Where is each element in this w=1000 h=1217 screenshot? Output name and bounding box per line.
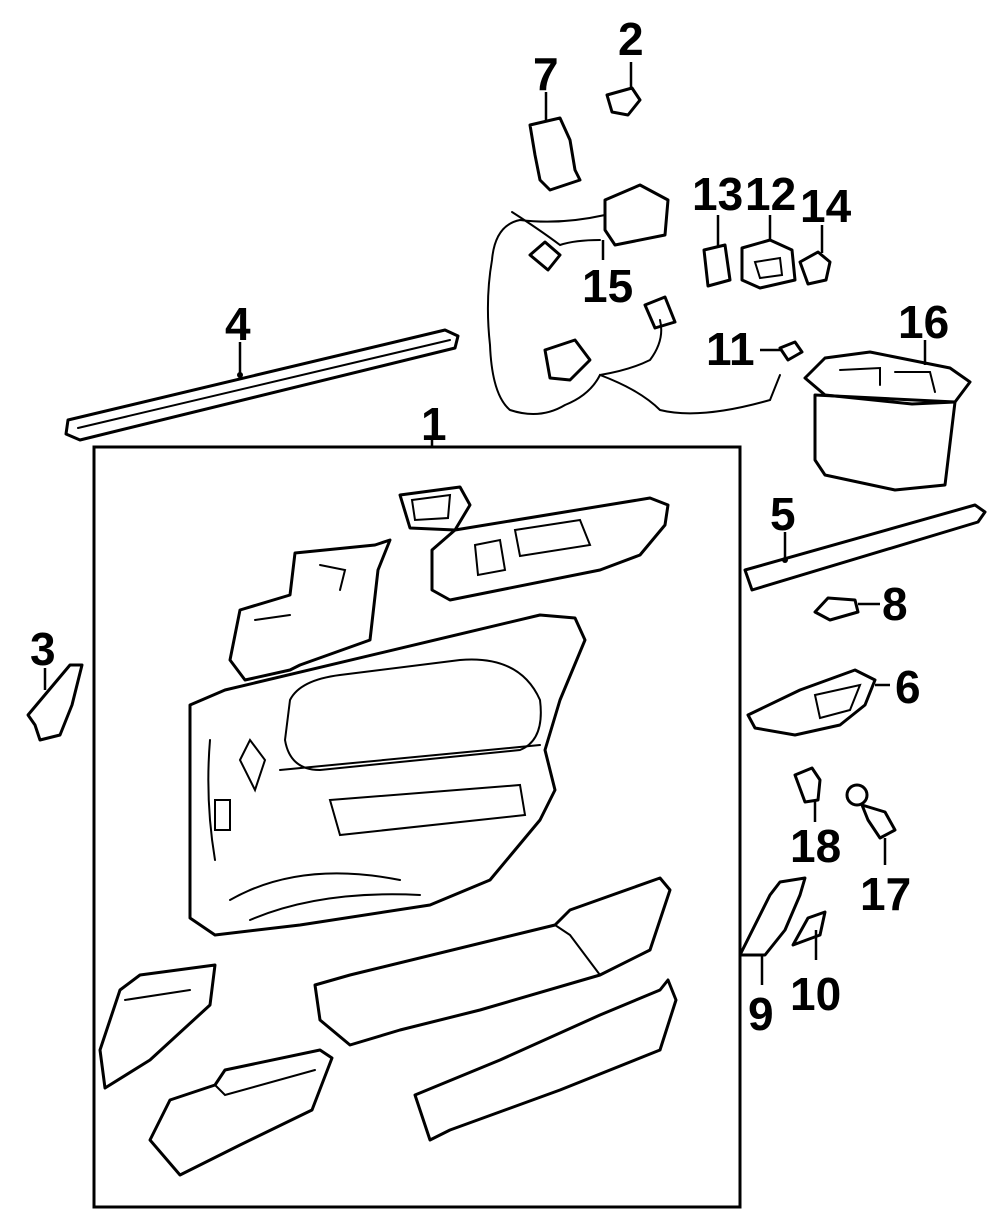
lower-trim-strip	[413, 978, 678, 1142]
escutcheon	[813, 596, 880, 622]
armrest-upper-bezel	[430, 496, 670, 602]
callout-5: 5	[770, 488, 796, 540]
master-window-switch	[803, 340, 972, 492]
callout-9: 9	[748, 988, 774, 1040]
pull-cup	[746, 668, 890, 737]
callout-17: 17	[860, 868, 911, 920]
callout-6: 6	[895, 661, 921, 713]
callout-2: 2	[618, 13, 644, 65]
lock-bezel	[738, 876, 807, 985]
bulb	[793, 766, 822, 822]
clip-bracket	[605, 62, 642, 117]
callout-10: 10	[790, 968, 841, 1020]
callout-3: 3	[30, 623, 56, 675]
bulb-socket	[845, 783, 897, 865]
cover-cap	[791, 910, 827, 960]
callout-11: 11	[706, 323, 755, 375]
handle-bracket	[26, 663, 84, 742]
door-panel	[188, 613, 587, 937]
inner-bracket	[228, 538, 392, 682]
handle-bezel-small	[398, 485, 472, 532]
callout-16: 16	[898, 296, 949, 348]
assembly-frame	[92, 445, 742, 1209]
callout-14: 14	[800, 180, 852, 232]
armrest-pad	[313, 876, 672, 1047]
callout-8: 8	[882, 578, 908, 630]
switch-knob	[798, 225, 832, 286]
callout-1: 1	[421, 398, 447, 450]
callout-7: 7	[533, 48, 559, 100]
callout-15: 15	[582, 260, 633, 312]
mirror-switch	[740, 215, 797, 290]
trim-molding	[743, 503, 987, 592]
callout-4: 4	[225, 298, 251, 350]
callout-18: 18	[790, 820, 841, 872]
wiring-harness	[486, 183, 781, 415]
mirror-cover	[528, 92, 582, 192]
connector	[760, 340, 804, 362]
callout-12: 12	[745, 168, 796, 220]
lock-switch	[702, 215, 732, 288]
lower-pocket-left	[98, 963, 217, 1090]
callout-13: 13	[692, 168, 743, 220]
switch-bezel-lower	[148, 1048, 334, 1177]
belt-weatherstrip	[64, 328, 460, 442]
